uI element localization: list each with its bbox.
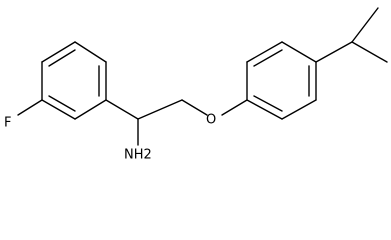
ch-ch2-bond <box>137 99 183 120</box>
ring-isopropyl-bond <box>315 41 353 63</box>
chemical-structure: F O NH2 <box>4 7 388 163</box>
ch2-o-bond <box>181 99 208 116</box>
isopropyl-methyl-bond <box>351 7 379 43</box>
ring2-bond <box>246 41 283 63</box>
ring2-bond <box>281 41 317 63</box>
ring2-double-bond <box>253 49 283 67</box>
ring1-bond <box>74 41 107 63</box>
ring2-double-bond <box>253 95 283 112</box>
isopropyl-methyl-bond <box>351 41 388 63</box>
isopropylphenyl-ring <box>246 41 317 120</box>
ring1-double-bond <box>48 95 76 112</box>
ring2-bond <box>281 99 317 120</box>
fluorine-atom-label: F <box>4 116 11 131</box>
ring1-bond <box>74 99 107 120</box>
o-aryl-bond <box>221 99 248 116</box>
ring1-bond <box>41 99 76 120</box>
c-f-bond <box>17 99 43 116</box>
oxygen-atom-label: O <box>206 113 216 128</box>
ring2-bond <box>246 99 283 120</box>
fluorophenyl-ring <box>41 41 107 120</box>
ring-ch-bond <box>105 99 139 120</box>
amine-group-label: NH2 <box>124 148 152 163</box>
ring1-bond <box>41 41 76 63</box>
ring1-double-bond <box>48 49 76 67</box>
